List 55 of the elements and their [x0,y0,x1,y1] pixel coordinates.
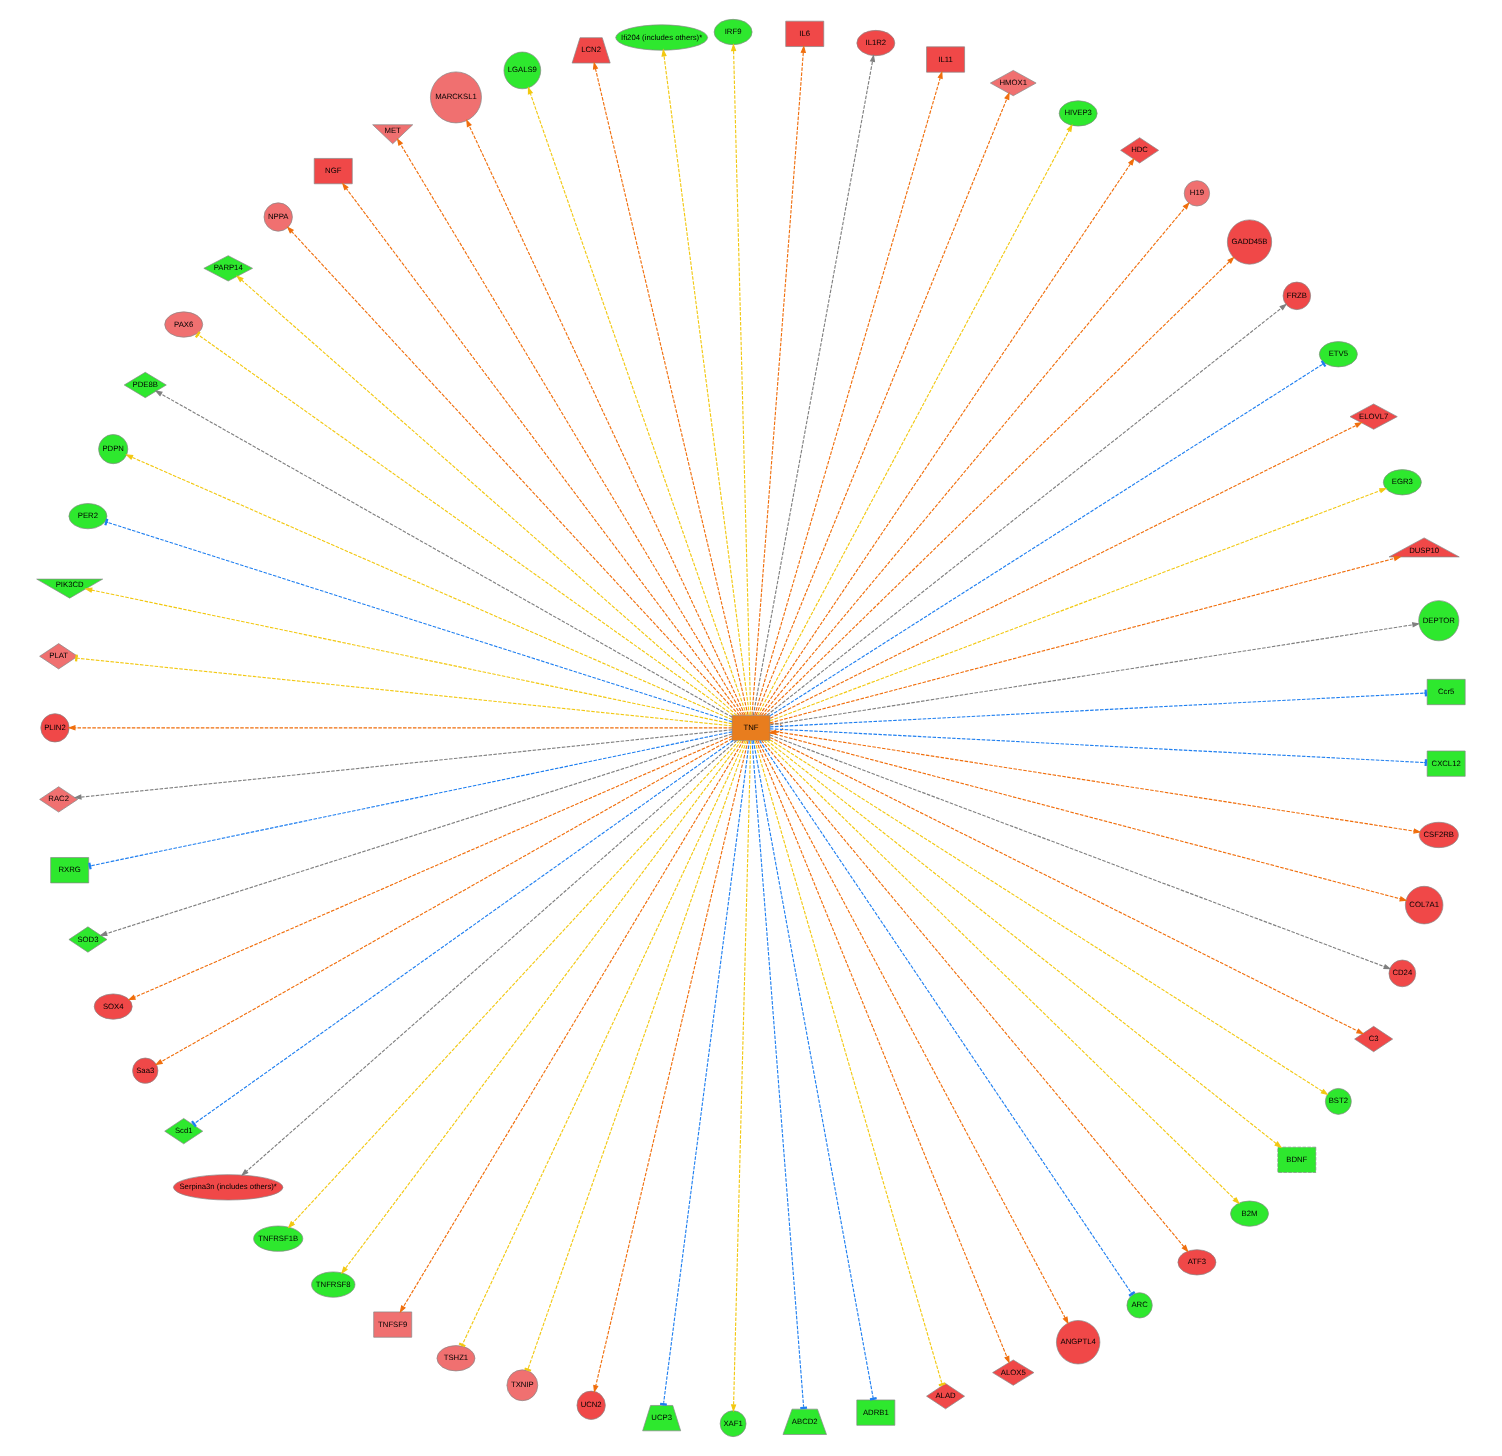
connector [191,740,734,1128]
arrow [769,734,1392,970]
connector [458,740,746,1348]
arrow [759,157,1135,716]
arrow [763,256,1235,716]
arrow [399,740,744,1314]
arrow [154,390,733,718]
connector [104,518,733,723]
arrow [340,740,742,1275]
arrow [341,182,742,716]
arrow [769,422,1363,719]
arrow [127,735,733,1001]
connector [752,740,877,1401]
arrow [754,70,943,716]
connector [524,740,748,1372]
arrow [154,738,733,1066]
arrow [84,587,733,725]
arrow [67,725,733,731]
connector [754,740,946,1387]
arrow [757,123,1073,716]
arrow [396,137,744,716]
arrow [757,740,1069,1325]
arrow [240,740,738,1177]
arrow [236,275,738,716]
arrow [769,555,1402,724]
connector [194,331,734,716]
arrow [761,201,1190,716]
arrow [752,54,876,716]
connector [759,740,1136,1297]
arrow [766,739,1283,1149]
connector [751,740,808,1410]
arrow [593,740,749,1394]
arrow [527,86,748,716]
arrow [769,736,1365,1035]
arrow [286,226,740,716]
arrow [661,48,750,716]
arrow [769,732,1408,902]
arrow [769,739,1329,1096]
arrow [761,739,1189,1253]
arrow [769,488,1388,722]
arrow [125,454,733,721]
arrow [755,91,1010,716]
arrow [99,733,733,937]
arrow [287,740,740,1229]
arrow [769,622,1421,726]
arrow [755,740,1010,1364]
arrow [466,119,746,716]
arrow [730,740,752,1413]
arrow [751,45,807,716]
arrow [592,61,749,716]
arrow [763,740,1240,1205]
arrow [766,303,1288,716]
connector [769,360,1327,717]
arrow [73,729,733,800]
arrow [730,43,752,716]
